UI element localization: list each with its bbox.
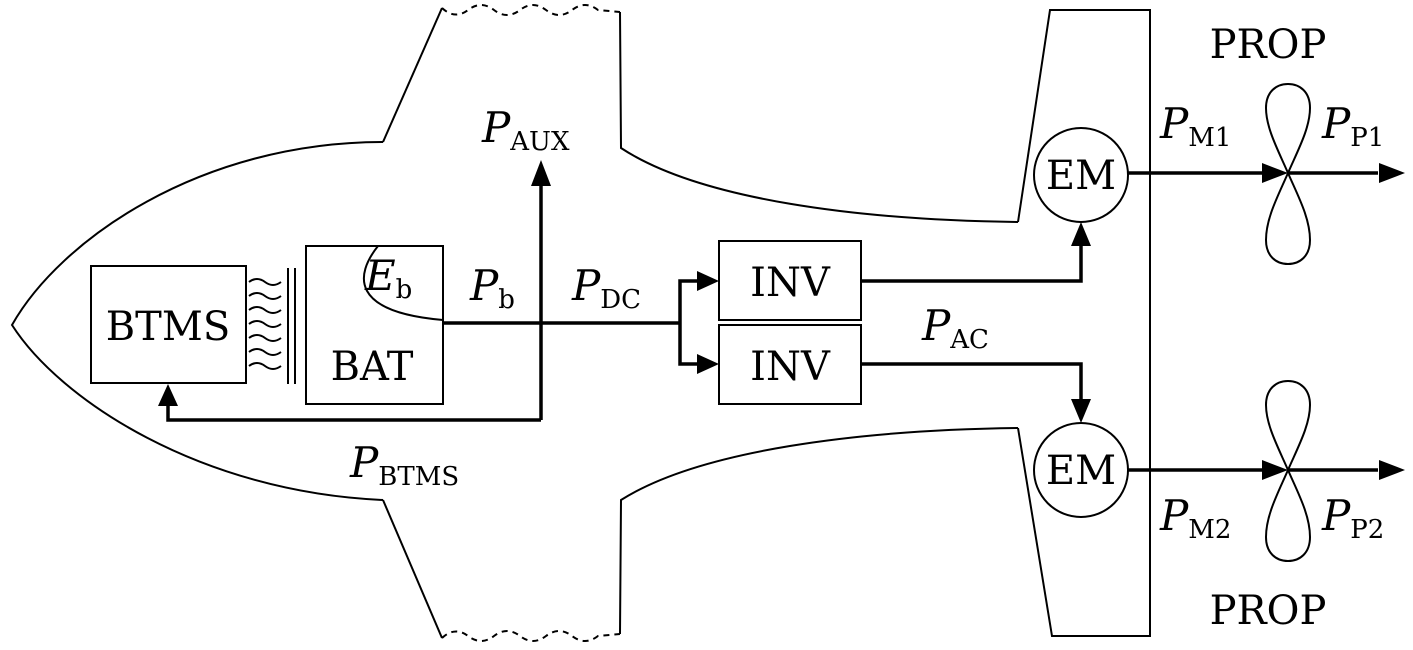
propeller-2-symbol: PROP: [1210, 379, 1327, 634]
propeller-2-power-label: PP2: [1321, 491, 1384, 545]
ac-power-label: PAC: [921, 301, 989, 355]
inverter-2-arrowhead: [697, 354, 719, 374]
motor-1-label: EM: [1046, 153, 1116, 199]
btms-arrowhead: [158, 384, 178, 406]
propeller-1-label: PROP: [1210, 22, 1327, 68]
prop-2-output-arrowhead: [1379, 460, 1405, 480]
battery-block: Eb BAT: [305, 245, 444, 405]
battery-power-label: Pb: [469, 261, 515, 315]
inverter-1-arrowhead: [697, 271, 719, 291]
propeller-1-power-label: PP1: [1321, 99, 1384, 153]
aux-power-label: PAUX: [481, 103, 570, 157]
btms-power-label: PBTMS: [349, 438, 459, 492]
battery-energy-label: Eb: [364, 251, 412, 305]
inverter-2-label: INV: [750, 344, 831, 390]
motor-2-power-label: PM2: [1159, 491, 1231, 545]
dc-power-label: PDC: [571, 261, 641, 315]
electric-motor-2: EM: [1033, 422, 1129, 518]
btms-label: BTMS: [106, 304, 230, 350]
propeller-1-symbol: PROP: [1210, 22, 1327, 266]
fuselage-outline: [10, 4, 1151, 642]
inverter-1-block: INV: [718, 240, 862, 321]
prop-1-output-arrowhead: [1379, 163, 1405, 183]
motor-2-label: EM: [1046, 448, 1116, 494]
prop-2-input-arrowhead: [1262, 460, 1288, 480]
power-wires: [166, 171, 1378, 472]
aux-arrowhead: [531, 160, 551, 186]
heat-transfer-symbol: [248, 268, 296, 384]
motor-1-arrowhead: [1071, 222, 1091, 246]
flow-arrowheads: [158, 160, 1405, 480]
battery-label: BAT: [331, 344, 414, 390]
inverter-2-block: INV: [718, 324, 862, 405]
motor-1-power-label: PM1: [1159, 99, 1231, 153]
prop-1-input-arrowhead: [1262, 163, 1288, 183]
inverter-1-label: INV: [750, 260, 831, 306]
motor-2-arrowhead: [1071, 399, 1091, 423]
propeller-2-label: PROP: [1210, 588, 1327, 634]
electric-motor-1: EM: [1033, 127, 1129, 223]
btms-block: BTMS: [90, 265, 247, 384]
